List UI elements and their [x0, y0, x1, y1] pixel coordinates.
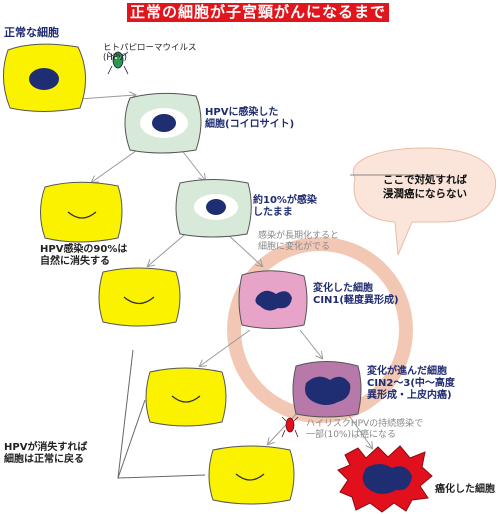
callout-bubble — [352, 147, 497, 256]
label-ninety-percent: HPV感染の90%は 自然に消失する — [40, 244, 128, 267]
arrow-cin23-to-yellow — [268, 409, 301, 444]
cell-normal-90 — [40, 181, 123, 243]
label-cancer: 癌化した細胞 — [435, 484, 495, 495]
label-long-term: 感染が長期化すると 細胞に変化がでる — [258, 231, 340, 252]
cell-cin23 — [292, 361, 362, 418]
label-cin23: 変化が進んだ細胞 CIN2〜3(中〜高度 異形成・上皮内癌) — [367, 366, 455, 401]
cell-normal-bottom — [208, 445, 295, 505]
cell-cancer — [337, 445, 433, 513]
arrow-infected-to-infected2 — [179, 147, 205, 180]
connector-return-2 — [117, 399, 146, 479]
label-normal-cell: 正常な細胞 — [4, 26, 59, 39]
page-title: 正常の細胞が子宮頸がんになるまで — [127, 3, 389, 22]
hpv-virus-icon-small — [281, 416, 299, 438]
arrow-cin1-to-cin23 — [299, 329, 322, 358]
label-high-risk: ハイリスクHPVの持続感染で 一部(10%)は癌になる — [306, 419, 424, 440]
cell-normal-low — [145, 367, 227, 427]
arrow-cin23-to-cancer — [344, 409, 372, 448]
callout-text: ここで対処すれば 浸潤癌にならない — [383, 174, 467, 200]
hpv-virus-icon — [107, 51, 129, 75]
cell-infected-10 — [175, 179, 252, 238]
label-koilocyte: HPVに感染した 細胞(コイロサイト) — [205, 107, 295, 130]
arrow-infected2-to-yellow — [148, 229, 191, 266]
cell-infected — [124, 92, 202, 154]
arrow-infected2-to-cin1 — [224, 231, 262, 266]
label-hpv-virus: ヒトパピローマウイルス (HPV) — [103, 43, 197, 63]
arrow-cin1-to-yellow — [200, 329, 251, 366]
cell-normal — [3, 43, 87, 112]
label-ten-percent: 約10%が感染 したまま — [253, 195, 317, 218]
label-cin1: 変化した細胞 CIN1(軽度異形成) — [313, 283, 399, 306]
cell-cin1 — [238, 270, 308, 329]
label-hpv-disappear: HPVが消失すれば 細胞は正常に戻る — [4, 442, 88, 465]
cell-normal-mid — [98, 267, 181, 327]
arrow-infected-to-yellow — [92, 147, 141, 182]
